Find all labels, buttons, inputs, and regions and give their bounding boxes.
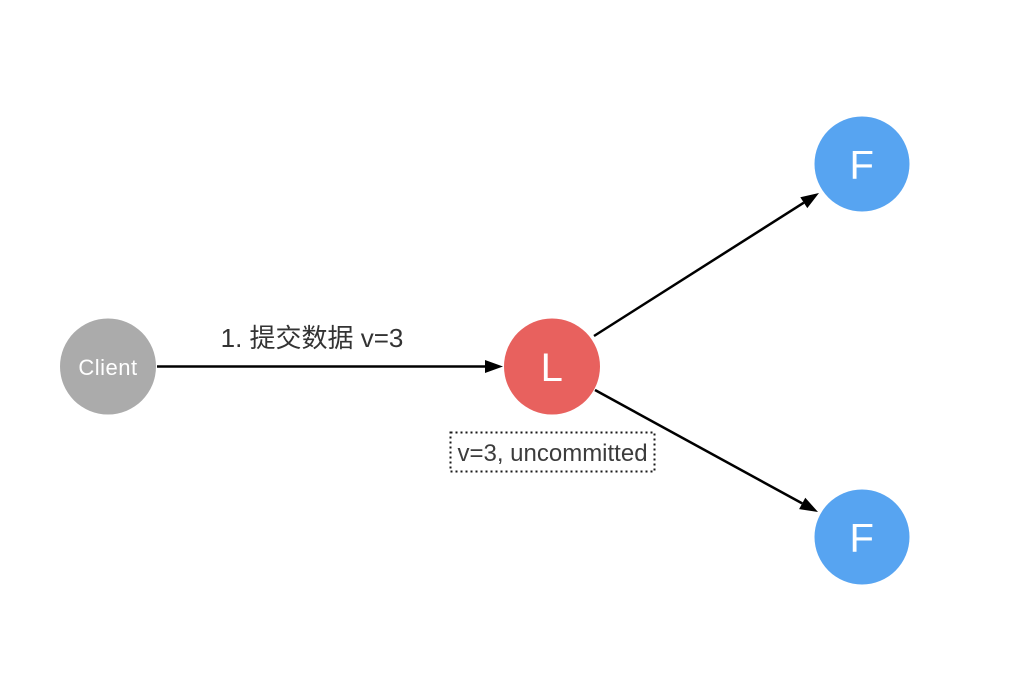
edge-leader-to-follower-bottom-line: [594, 388, 803, 505]
arrowhead-to-leader: [485, 360, 503, 373]
node-follower-top: F: [814, 116, 910, 212]
annotation-box: [449, 431, 656, 473]
node-follower-bottom: F: [814, 489, 910, 585]
edge-leader-to-follower-top-line: [593, 201, 805, 338]
follower-top-circle: [814, 116, 910, 212]
follower-bottom-label: F: [850, 517, 875, 561]
node-client: Client: [60, 318, 156, 415]
client-circle: [60, 318, 156, 415]
follower-top-label: F: [850, 144, 875, 188]
edge-leader-to-follower-bottom: [594, 388, 818, 512]
node-leader: L: [504, 318, 600, 415]
annotation-uncommitted: v=3, uncommitted: [449, 431, 656, 473]
edge-leader-to-follower-top: [593, 193, 819, 338]
client-label: Client: [78, 355, 137, 380]
follower-bottom-circle: [814, 489, 910, 585]
edge-label-submit-data: 1. 提交数据 v=3: [221, 323, 404, 353]
arrowhead-to-follower-top: [800, 193, 819, 209]
edge-client-to-leader: [157, 360, 503, 373]
leader-label: L: [541, 346, 564, 390]
arrowhead-to-follower-bottom: [799, 497, 818, 512]
annotation-text: v=3, uncommitted: [457, 440, 647, 467]
leader-circle: [504, 318, 600, 415]
